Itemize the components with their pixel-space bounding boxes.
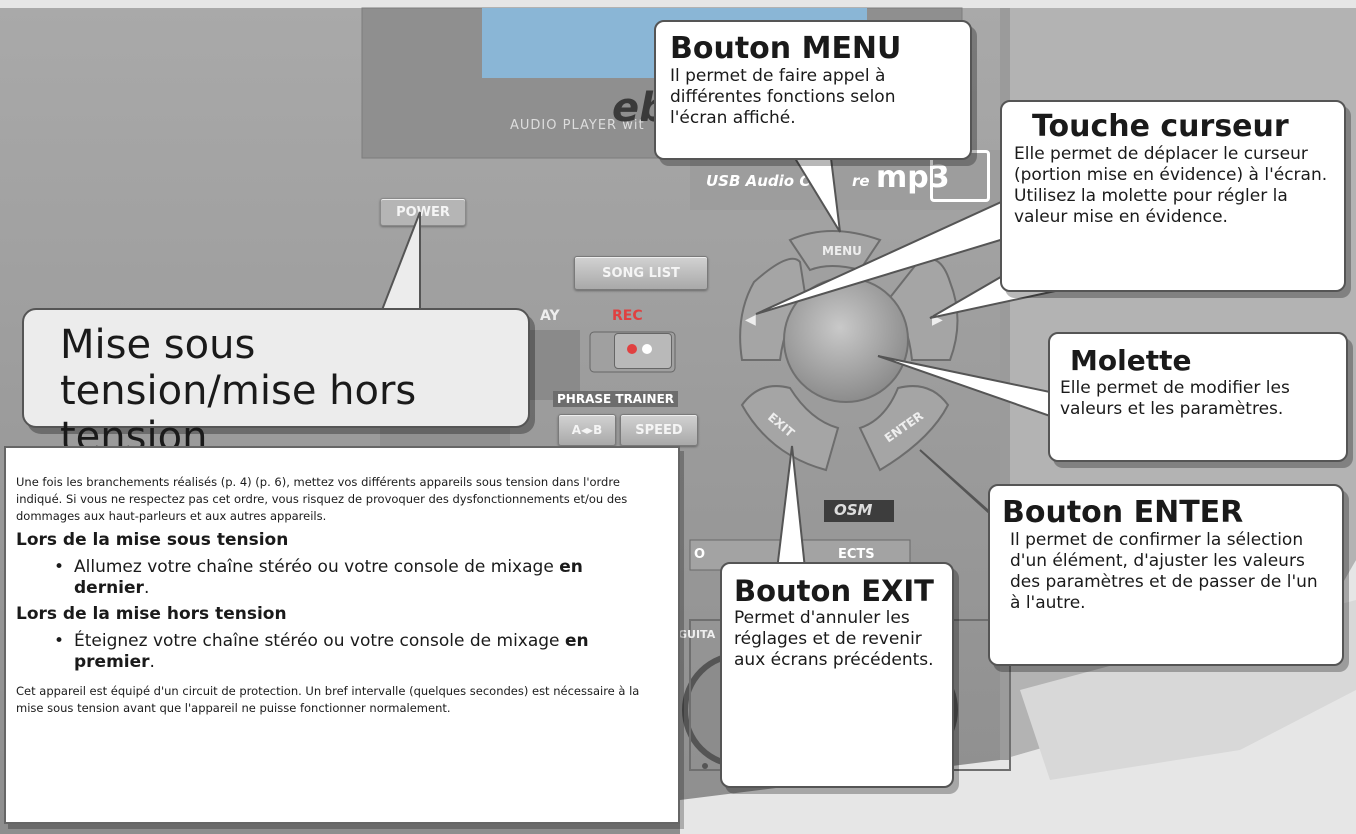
power-off-period: . bbox=[149, 652, 155, 672]
power-callout: Mise sous tension/mise hors tension bbox=[22, 308, 530, 460]
dial-callout-title: Molette bbox=[1070, 344, 1192, 377]
exit-callout: Bouton EXIT Permet d'annuler les réglage… bbox=[720, 562, 954, 788]
rec-indicator-icon bbox=[642, 344, 652, 354]
subtitle-fragment: AUDIO PLAYER wit bbox=[510, 118, 645, 133]
usb-audio-text-tail: re bbox=[852, 172, 870, 190]
power-on-text: Allumez votre chaîne stéréo ou votre con… bbox=[74, 557, 554, 577]
cursor-callout: Touche curseur Elle permet de déplacer l… bbox=[1000, 100, 1346, 292]
instructions-footer: Cet appareil est équipé d'un circuit de … bbox=[16, 684, 640, 715]
power-on-item: • Allumez votre chaîne stéréo ou votre c… bbox=[54, 557, 660, 599]
instructions-intro: Une fois les branchements réalisés (p. 4… bbox=[16, 475, 628, 523]
exit-callout-text: Permet d'annuler les réglages et de reve… bbox=[734, 608, 934, 670]
power-on-emphasis: en dernier bbox=[74, 557, 583, 598]
usb-audio-text: USB Audio C bbox=[706, 172, 811, 190]
power-off-text: Éteignez votre chaîne stéréo ou votre co… bbox=[74, 631, 560, 651]
song-list-label: SONG LIST bbox=[602, 265, 680, 281]
enter-callout: Bouton ENTER Il permet de confirmer la s… bbox=[988, 484, 1344, 666]
bullet-icon: • bbox=[54, 557, 65, 577]
power-on-heading: Lors de la mise sous tension bbox=[16, 530, 289, 550]
enter-callout-title: Bouton ENTER bbox=[1002, 495, 1244, 530]
power-off-item: • Éteignez votre chaîne stéréo ou votre … bbox=[54, 631, 660, 673]
lower-button-fragment[interactable]: O bbox=[694, 547, 706, 562]
cosm-label: OSM bbox=[834, 501, 873, 519]
cursor-left-icon[interactable]: ◀ bbox=[745, 312, 756, 328]
menu-callout: Bouton MENU Il permet de faire appel à d… bbox=[654, 20, 972, 160]
enter-callout-text: Il permet de confirmer la sélection d'un… bbox=[1010, 530, 1318, 613]
menu-callout-title: Bouton MENU bbox=[670, 31, 902, 66]
ab-repeat-button[interactable]: A◂▸B bbox=[558, 414, 616, 446]
song-list-button[interactable]: SONG LIST bbox=[574, 256, 708, 290]
cursor-callout-title: Touche curseur bbox=[1032, 109, 1289, 144]
exit-callout-title: Bouton EXIT bbox=[734, 574, 934, 608]
dial-callout: Molette Elle permet de modifier les vale… bbox=[1048, 332, 1348, 462]
play-label-fragment: AY bbox=[540, 308, 560, 324]
speed-button[interactable]: SPEED bbox=[620, 414, 698, 446]
rec-led-icon bbox=[627, 344, 637, 354]
phrase-trainer-label: PHRASE TRAINER bbox=[553, 391, 679, 407]
power-off-heading: Lors de la mise hors tension bbox=[16, 604, 287, 624]
cursor-callout-text: Elle permet de déplacer le curseur (port… bbox=[1014, 144, 1328, 227]
menu-button-label[interactable]: MENU bbox=[822, 244, 862, 258]
rec-label: REC bbox=[612, 308, 643, 324]
dial-callout-text: Elle permet de modifier les valeurs et l… bbox=[1060, 378, 1290, 419]
bullet-icon: • bbox=[54, 631, 65, 651]
cursor-right-icon[interactable]: ▶ bbox=[932, 312, 943, 328]
speed-label: SPEED bbox=[635, 422, 683, 438]
power-off-emphasis: en premier bbox=[74, 631, 589, 672]
power-button[interactable]: POWER bbox=[380, 198, 466, 226]
mp3-text: mp3 bbox=[876, 160, 950, 195]
power-on-period: . bbox=[143, 578, 150, 598]
power-button-label: POWER bbox=[396, 204, 450, 220]
effects-fragment[interactable]: ECTS bbox=[838, 547, 875, 562]
guitar-fragment: GUITA bbox=[678, 628, 716, 641]
menu-callout-text: Il permet de faire appel à différentes f… bbox=[670, 66, 896, 128]
instructions-panel: Une fois les branchements réalisés (p. 4… bbox=[4, 446, 680, 824]
ab-repeat-label: A◂▸B bbox=[571, 423, 603, 437]
